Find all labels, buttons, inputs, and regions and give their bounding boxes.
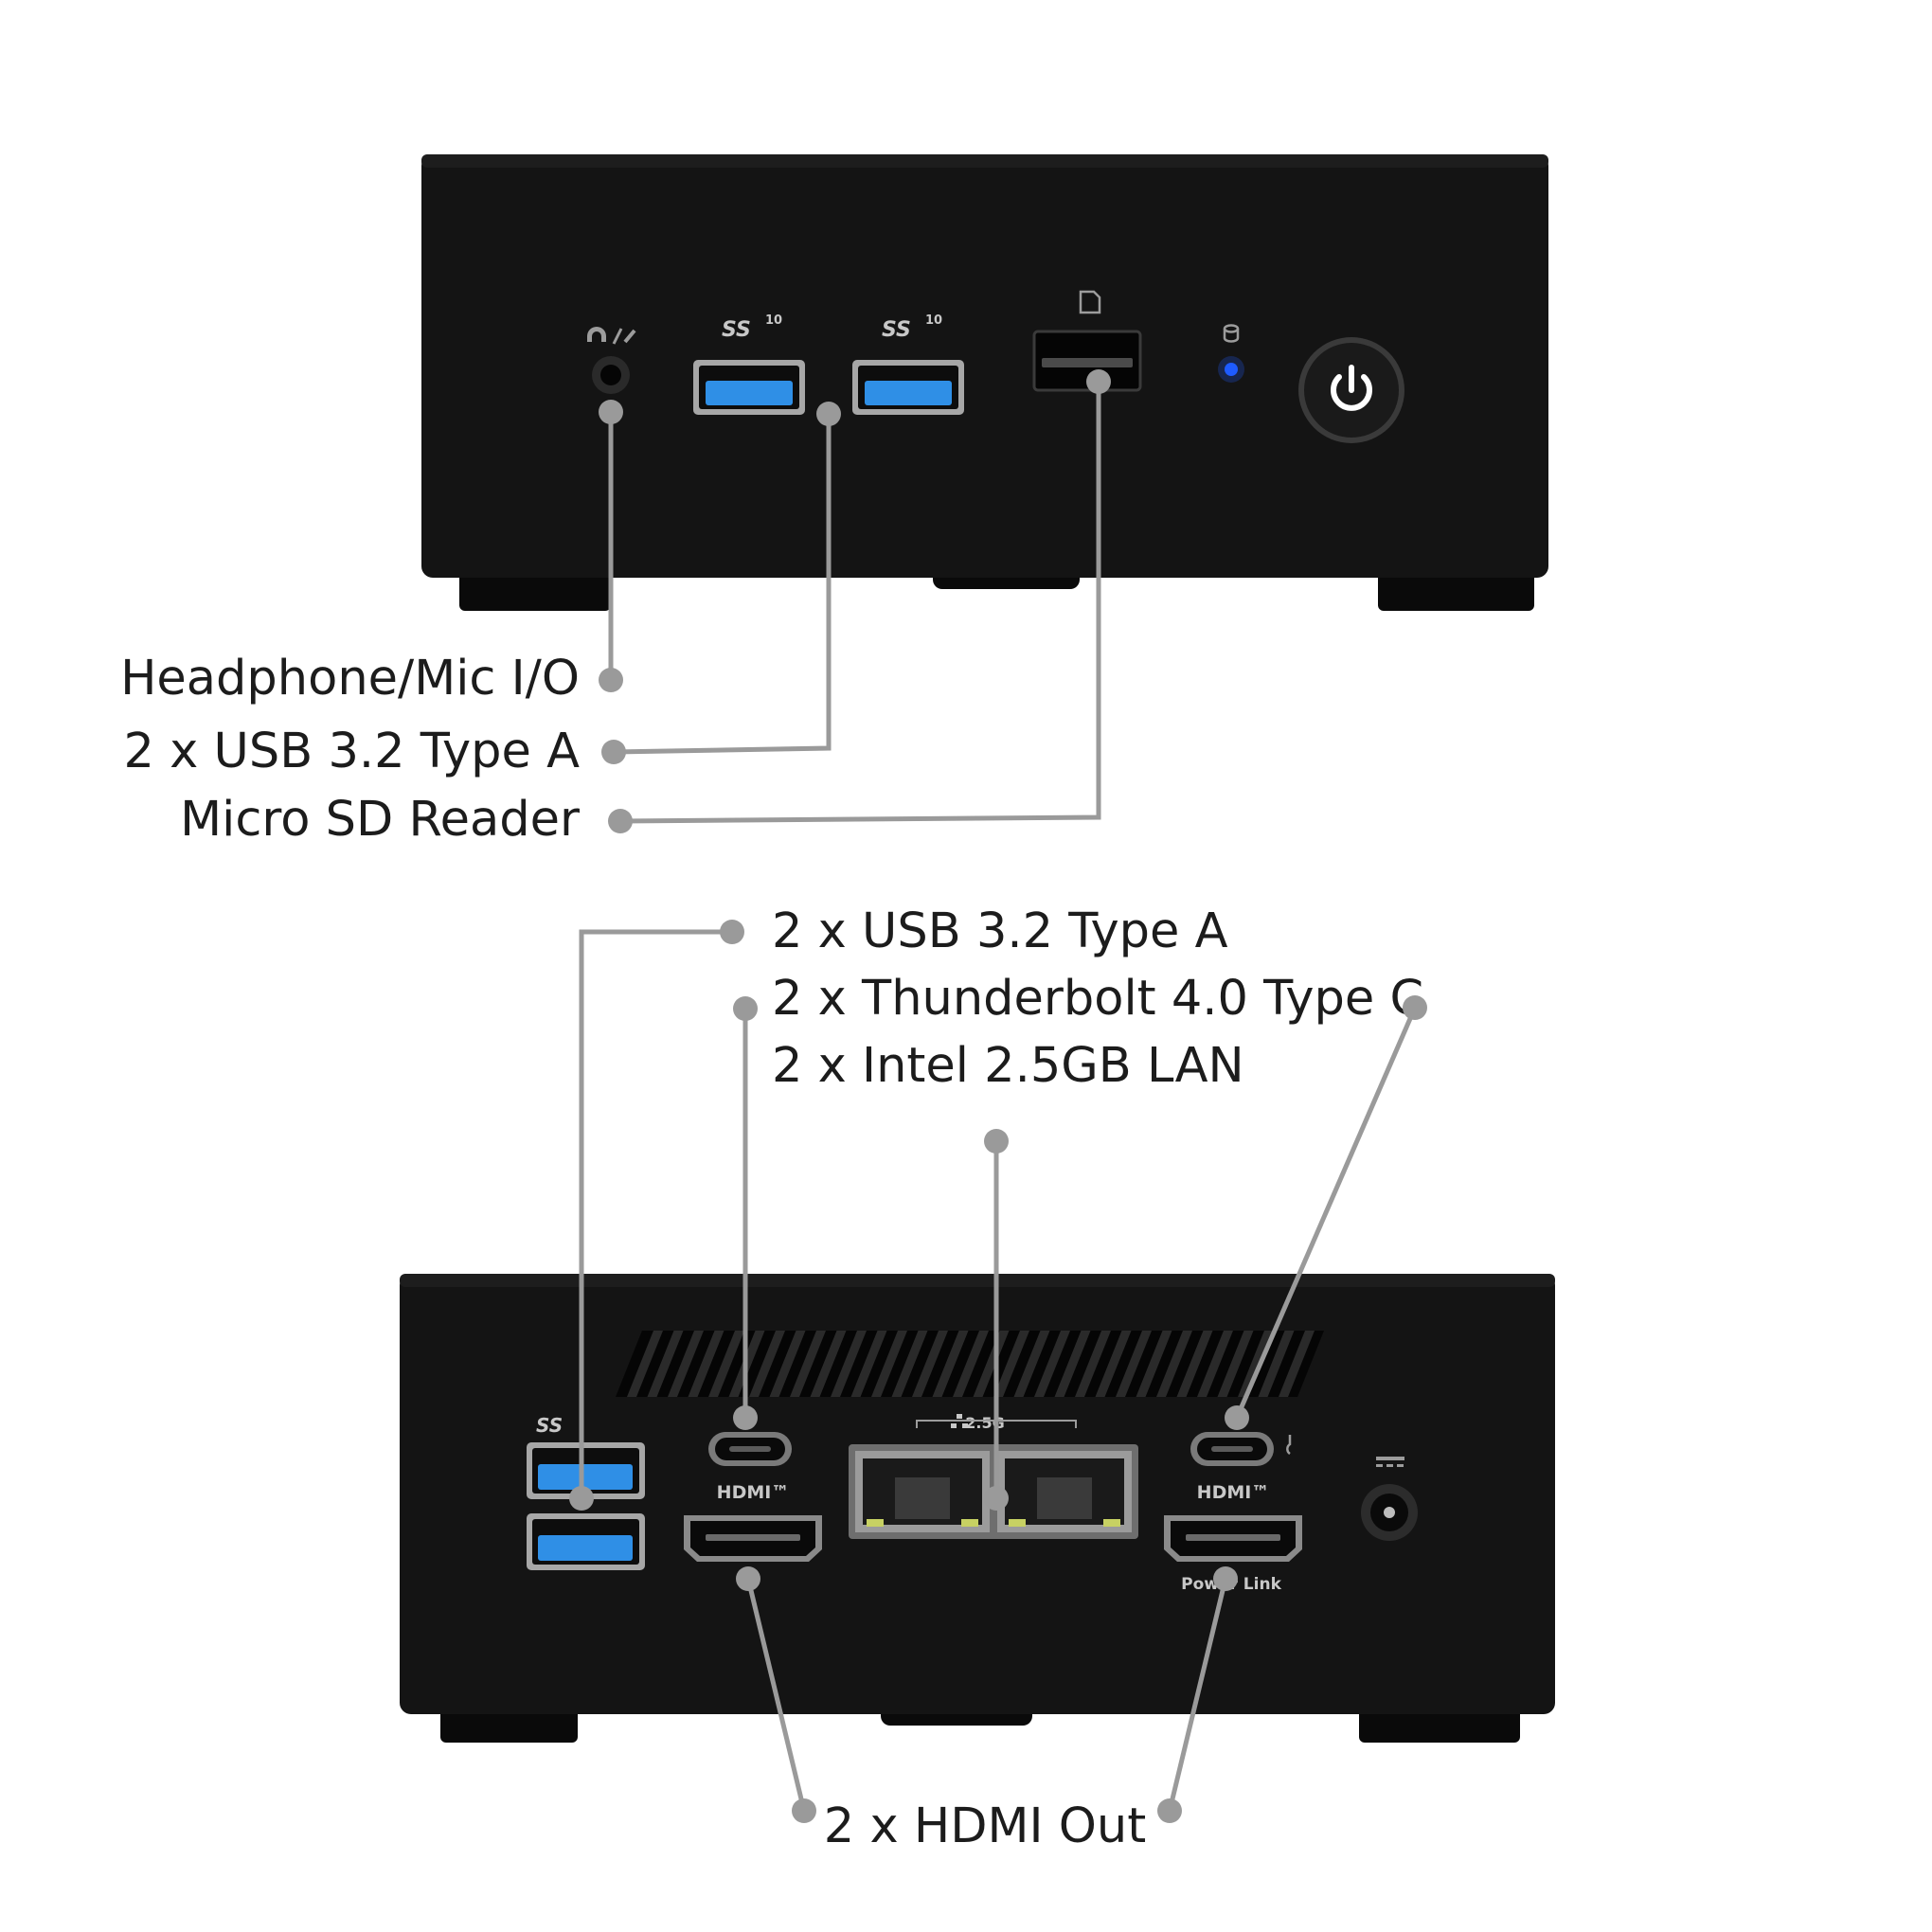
hdmi-port-left [684,1515,822,1562]
front-view: SS 10 SS 10 [421,154,1548,611]
front-foot-right [1378,568,1534,611]
vent-slat [871,1331,907,1397]
vent-slat [850,1331,887,1397]
dc-power-jack [1361,1457,1418,1541]
front-chassis [421,154,1548,578]
vent-slat [1238,1331,1274,1397]
callout-lan: 2 x Intel 2.5GB LAN [772,1038,1244,1094]
lan-port-1 [855,1451,990,1532]
front-leader-lines [599,369,1111,833]
front-chassis-top-edge [421,154,1548,168]
thunderbolt-icon [1286,1435,1292,1456]
usb-speed-sub-2: 10 [925,313,942,328]
thunderbolt-port-right [1190,1432,1274,1466]
headphone-jack [587,327,636,394]
vent-slat [1217,1331,1254,1397]
power-button [1298,337,1404,443]
vent-slat [932,1331,969,1397]
vent-slat [831,1331,867,1397]
vent-slat [1197,1331,1233,1397]
storage-led [1218,324,1244,383]
vent-slat [688,1331,724,1397]
vent-slat [993,1331,1029,1397]
rear-leader-lines [569,920,1427,1823]
rear-usb-port-2 [527,1513,645,1570]
dc-power-icon [1376,1457,1404,1467]
vent-slat [769,1331,806,1397]
rear-usb-speed-mark: SS [536,1414,563,1437]
front-foot-left [459,568,611,611]
vent-grille [616,1331,1324,1397]
callout-hdmi: 2 x HDMI Out [824,1798,1146,1854]
vent-slat [790,1331,826,1397]
vent-slat [1279,1331,1315,1397]
vent-slat [1136,1331,1172,1397]
vent-slat [647,1331,684,1397]
callout-usb-front: 2 x USB 3.2 Type A [123,724,580,779]
vent-slat [1034,1331,1070,1397]
vent-slat [627,1331,663,1397]
vent-slat [891,1331,928,1397]
micro-sd-slot [1032,290,1142,392]
vent-slat [1095,1331,1132,1397]
rear-usb-port-1 [527,1442,645,1499]
vent-slat [1013,1331,1050,1397]
vent-slat [749,1331,785,1397]
vent-slat [1176,1331,1213,1397]
sd-card-icon [1079,290,1101,314]
hdmi-left-label: HDMI™ [717,1482,790,1503]
vent-slat [668,1331,704,1397]
vent-slat [1075,1331,1111,1397]
lan-port-2 [997,1451,1132,1532]
rear-view: SS HDMI™ 2.5G [400,1274,1555,1743]
thunderbolt-port-left [708,1432,792,1466]
callout-thunderbolt: 2 x Thunderbolt 4.0 Type C [772,971,1423,1027]
callout-sd-reader: Micro SD Reader [180,792,580,848]
vent-slat [973,1331,1010,1397]
vent-slat [1116,1331,1152,1397]
lan-speed-label: 2.5G [965,1414,1004,1432]
front-usb-port-2: SS 10 [852,313,964,415]
power-icon [1331,365,1372,411]
vent-slat [810,1331,847,1397]
vent-slat [1054,1331,1091,1397]
storage-led-icon [1223,324,1240,343]
vent-slat [708,1331,744,1397]
rear-usb-ports: SS [527,1414,645,1570]
rear-chassis-top-edge [400,1274,1555,1287]
callout-headphone: Headphone/Mic I/O [120,651,580,707]
usb-speed-sub-1: 10 [765,313,782,328]
vent-slat [1156,1331,1192,1397]
usb-speed-mark-2: SS [882,318,911,342]
vent-slat [1258,1331,1295,1397]
hdmi-right-label: HDMI™ [1197,1482,1270,1503]
network-icon [951,1414,968,1428]
callout-usb-rear: 2 x USB 3.2 Type A [772,903,1228,959]
vent-slat [953,1331,989,1397]
usb-speed-mark-1: SS [722,318,751,342]
front-usb-port-1: SS 10 [693,313,805,415]
vent-slat [912,1331,948,1397]
headphone-mic-icon [587,327,636,345]
hdmi-port-right [1164,1515,1302,1562]
